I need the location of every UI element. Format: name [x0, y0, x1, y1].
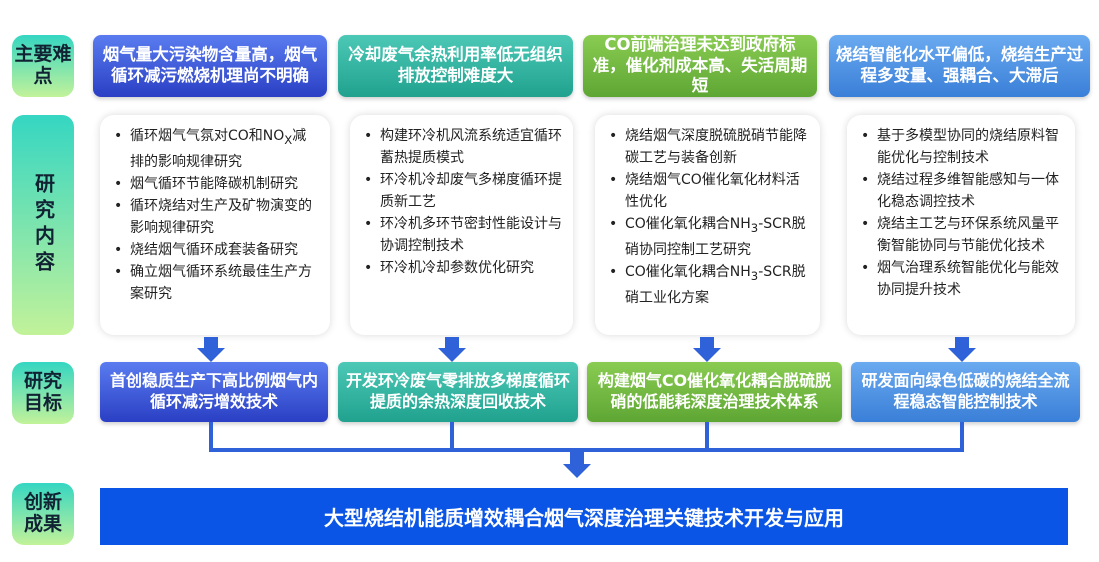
goal-4: 研发面向绿色低碳的烧结全流程稳态智能控制技术: [851, 362, 1080, 422]
research-item: 烧结烟气深度脱硫脱硝节能降碳工艺与装备创新: [609, 125, 810, 169]
difficulty-2: 冷却废气余热利用率低无组织排放控制难度大: [338, 35, 573, 97]
research-item: 构建环冷机风流系统适宜循环蓄热提质模式: [364, 125, 563, 169]
research-item: 环冷机多环节密封性能设计与协调控制技术: [364, 213, 563, 257]
label-difficulties: 主要难点: [12, 35, 74, 97]
connector-line: [450, 422, 454, 452]
research-item: 确立烟气循环系统最佳生产方案研究: [114, 261, 320, 305]
research-item: CO催化氧化耦合NH3-SCR脱硝协同控制工艺研究: [609, 213, 810, 261]
research-item: 烟气循环节能降碳机制研究: [114, 173, 320, 195]
research-content-4: 基于多模型协同的烧结原料智能优化与控制技术烧结过程多维智能感知与一体化稳态调控技…: [847, 115, 1075, 335]
connector-line: [705, 422, 709, 452]
research-item: 烧结主工艺与环保系统风量平衡智能协同与节能优化技术: [861, 213, 1065, 257]
research-item: 烟气治理系统智能优化与能效协同提升技术: [861, 257, 1065, 301]
research-item: 循环烧结对生产及矿物演变的影响规律研究: [114, 195, 320, 239]
goal-2: 开发环冷废气零排放多梯度循环提质的余热深度回收技术: [338, 362, 578, 422]
research-item: 循环烟气气氛对CO和NOX减排的影响规律研究: [114, 125, 320, 173]
label-research-content: 研究内容: [12, 115, 74, 335]
research-content-2: 构建环冷机风流系统适宜循环蓄热提质模式环冷机冷却废气多梯度循环提质新工艺环冷机多…: [350, 115, 573, 335]
goal-1: 首创稳质生产下高比例烟气内循环减污增效技术: [100, 362, 328, 422]
connector-line: [960, 422, 964, 452]
connector-line: [209, 422, 213, 452]
research-item: 烧结烟气CO催化氧化材料活性优化: [609, 169, 810, 213]
goal-3: 构建烟气CO催化氧化耦合脱硫脱硝的低能耗深度治理技术体系: [587, 362, 842, 422]
research-content-3: 烧结烟气深度脱硫脱硝节能降碳工艺与装备创新烧结烟气CO催化氧化材料活性优化CO催…: [595, 115, 820, 335]
research-item: 环冷机冷却废气多梯度循环提质新工艺: [364, 169, 563, 213]
research-item: 基于多模型协同的烧结原料智能优化与控制技术: [861, 125, 1065, 169]
difficulty-3: CO前端治理未达到政府标准，催化剂成本高、失活周期短: [583, 35, 817, 97]
label-innovation: 创新成果: [12, 483, 74, 545]
research-item: 烧结过程多维智能感知与一体化稳态调控技术: [861, 169, 1065, 213]
research-content-1: 循环烟气气氛对CO和NOX减排的影响规律研究烟气循环节能降碳机制研究循环烧结对生…: [100, 115, 330, 335]
difficulty-1: 烟气量大污染物含量高，烟气循环减污燃烧机理尚不明确: [93, 35, 327, 97]
label-research-goals: 研究目标: [12, 362, 74, 424]
research-item: CO催化氧化耦合NH3-SCR脱硝工业化方案: [609, 261, 810, 309]
difficulty-4: 烧结智能化水平偏低，烧结生产过程多变量、强耦合、大滞后: [829, 35, 1090, 97]
connector-line: [209, 448, 964, 452]
innovation-result: 大型烧结机能质增效耦合烟气深度治理关键技术开发与应用: [100, 488, 1068, 545]
research-item: 烧结烟气循环成套装备研究: [114, 239, 320, 261]
research-item: 环冷机冷却参数优化研究: [364, 257, 563, 279]
